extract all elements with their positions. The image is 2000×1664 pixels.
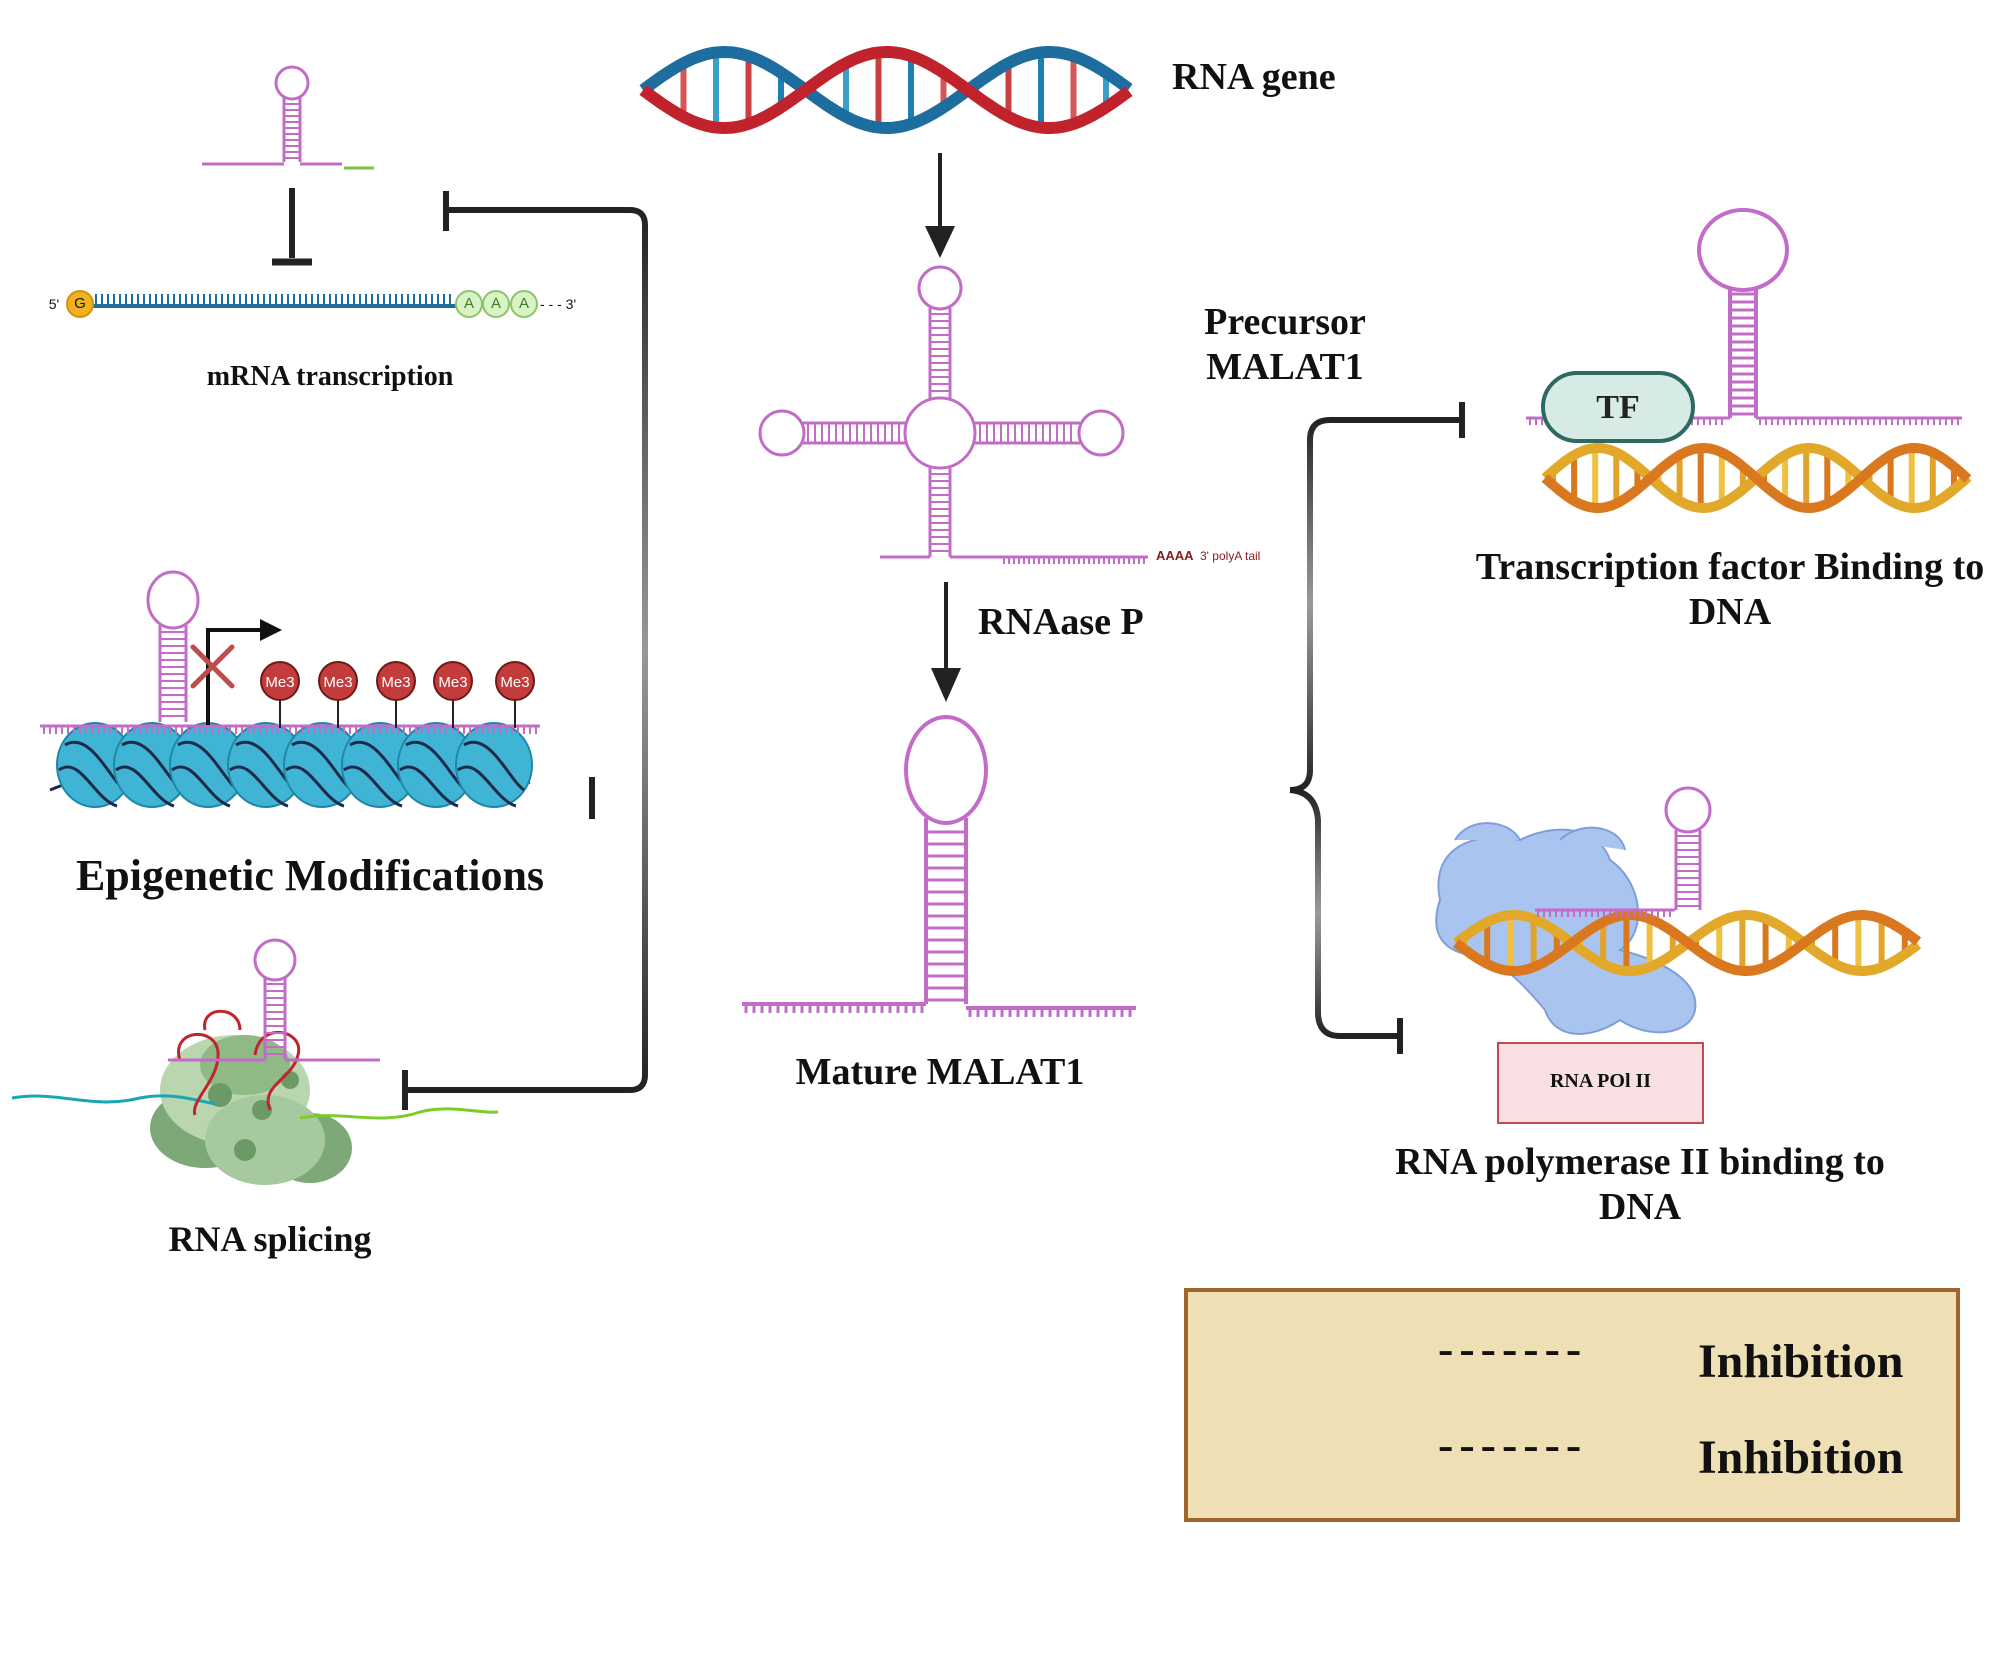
pol2-binding-label: RNA polymerase II binding to DNA: [1360, 1140, 1920, 1230]
right-inhibition-bracket: [1160, 402, 1465, 1054]
nucleosome: [113, 722, 191, 808]
nucleosome: [341, 722, 419, 808]
rna-polymerase-ii: [1435, 822, 1697, 1035]
me3-mark: Me3: [495, 661, 535, 728]
precursor-malat1-structure: [758, 265, 1148, 564]
nucleosome: [455, 722, 533, 808]
nucleosome-array: [40, 722, 540, 808]
pol2-rna-strand: [1535, 908, 1675, 917]
transcription-factor: [1541, 371, 1695, 443]
legend-dashes-1: -------: [1438, 1323, 1588, 1374]
a-bead-label-2: A: [490, 295, 501, 312]
mrna-strand: [66, 290, 538, 318]
helix-strand: [639, 46, 1133, 135]
epigenetic-label: Epigenetic Modifications: [75, 851, 545, 900]
tf-binding-label: Transcription factor Binding to DNA: [1460, 545, 2000, 635]
a-bead-label-3: A: [518, 295, 529, 312]
arrow-gene-to-precursor: [925, 153, 955, 258]
rna-gene-dna-helix: [639, 45, 1133, 135]
tf-hairpin: [1697, 208, 1789, 418]
me3-label: Me3: [500, 674, 529, 691]
precursor-label-line2: MALAT1: [1206, 345, 1364, 388]
precursor-label: Precursor MALAT1: [1170, 300, 1400, 390]
me3-label: Me3: [381, 674, 410, 691]
transcription-start-arrow: [206, 619, 282, 725]
me3-mark: Me3: [376, 661, 416, 728]
precursor-label-line1: Precursor: [1204, 301, 1366, 343]
me3-label: Me3: [438, 674, 467, 691]
helix-strand: [1541, 442, 1972, 514]
epigenetic-hairpin: [146, 570, 200, 722]
mature-malat1-label: Mature MALAT1: [795, 1051, 1085, 1093]
mrna-transcription-label: mRNA transcription: [206, 361, 454, 392]
pol2-dna-helix: [1452, 909, 1922, 977]
pol2-box-label: RNA POl II: [1549, 1070, 1652, 1092]
helix-strand: [639, 45, 1133, 134]
tf-binding-line1: Transcription factor Binding to: [1475, 546, 1985, 588]
pol2-hairpin: [1664, 786, 1712, 910]
a-bead-label-1: A: [463, 295, 474, 312]
mrna-inhibition-tbar: [272, 188, 312, 266]
splicing-strands: [11, 1009, 499, 1120]
nucleosome: [397, 722, 475, 808]
mrna-3prime-label: - - - 3': [540, 296, 577, 312]
splicing-hairpin: [168, 938, 380, 1062]
pol2-binding-line1: RNA polymerase II binding to: [1395, 1141, 1885, 1183]
rna-gene-label: RNA gene: [1172, 56, 1336, 98]
rna-pol-ii-box: [1497, 1042, 1704, 1124]
red-cross-icon: [190, 644, 235, 689]
tf-badge-label: TF: [1596, 389, 1640, 426]
arrow-precursor-to-mature: [931, 582, 961, 702]
tf-binding-line2: DNA: [1688, 590, 1772, 633]
mrna-5prime-label: 5': [48, 296, 60, 312]
poly-a-label: AAAA: [1156, 548, 1194, 563]
poly-a-tail-label: 3' polyA tail: [1200, 549, 1261, 563]
left-inhibition-bracket: [402, 191, 848, 1110]
me3-label: Me3: [265, 674, 294, 691]
pol2-binding-line2: DNA: [1598, 1185, 1682, 1228]
mrna-inhibitor-hairpin: [202, 65, 374, 170]
legend-box: ------- Inhibition ------- Inhibition: [1184, 1288, 1960, 1522]
legend-text-1: Inhibition: [1698, 1335, 1904, 1388]
rna-splicing-label: RNA splicing: [168, 1219, 372, 1259]
legend-text-2: Inhibition: [1698, 1431, 1904, 1484]
methylation-marks: Me3 Me3 Me3 Me3 Me3: [260, 661, 535, 728]
tf-dna-helix: [1541, 442, 1972, 514]
cap-label: G: [74, 295, 86, 312]
me3-label: Me3: [323, 674, 352, 691]
rnaase-p-label: RNAase P: [978, 601, 1144, 643]
spliceosome: [150, 1035, 352, 1185]
me3-mark: Me3: [318, 661, 358, 728]
helix-strand: [1452, 909, 1922, 976]
me3-mark: Me3: [260, 661, 300, 728]
legend-dashes-2: -------: [1438, 1419, 1588, 1470]
mature-malat1-hairpin: [742, 715, 1136, 1017]
me3-mark: Me3: [433, 661, 473, 728]
